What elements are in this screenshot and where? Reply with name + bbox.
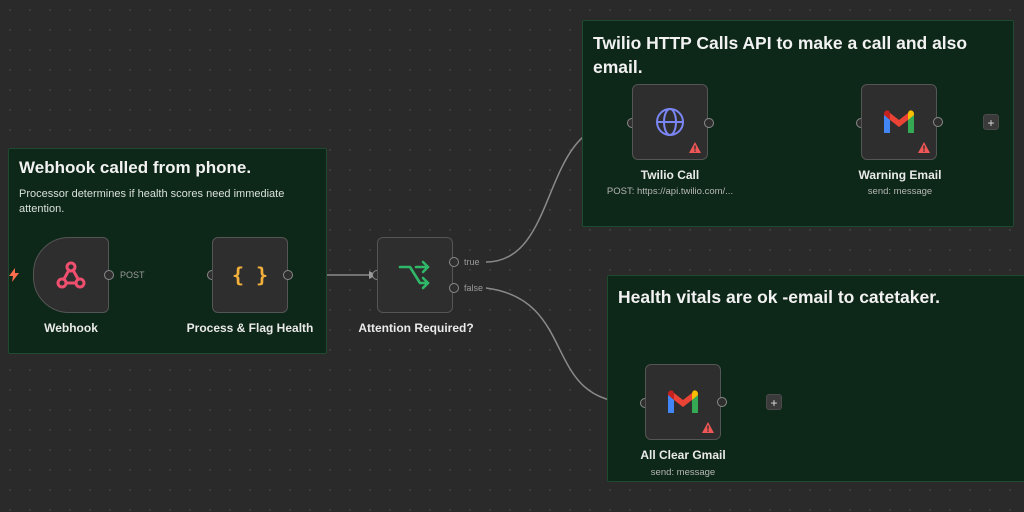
attention-label: Attention Required? bbox=[358, 321, 474, 335]
if-branch-icon bbox=[398, 260, 430, 290]
node-all-clear[interactable] bbox=[645, 364, 721, 440]
twilio-output-port[interactable] bbox=[704, 118, 714, 128]
node-attention[interactable] bbox=[377, 237, 453, 313]
edge-false-allclear bbox=[485, 287, 635, 404]
warning-email-label: Warning Email bbox=[858, 168, 942, 182]
node-twilio-call[interactable] bbox=[632, 84, 708, 160]
node-process[interactable]: { } bbox=[212, 237, 288, 313]
add-node-button[interactable]: + bbox=[766, 394, 782, 410]
attention-true-label: true bbox=[464, 257, 480, 267]
gmail-icon bbox=[884, 110, 914, 133]
process-label: Process & Flag Health bbox=[186, 321, 314, 335]
sticky-webhook-title: Webhook called from phone. bbox=[19, 158, 252, 177]
webhook-icon bbox=[56, 261, 86, 289]
globe-icon bbox=[656, 108, 684, 136]
code-braces-icon: { } bbox=[231, 263, 269, 287]
node-webhook[interactable] bbox=[33, 237, 109, 313]
webhook-output-port[interactable] bbox=[104, 270, 114, 280]
webhook-label: Webhook bbox=[44, 321, 98, 335]
attention-true-port[interactable] bbox=[449, 257, 459, 267]
warning-icon bbox=[702, 422, 714, 433]
twilio-call-label: Twilio Call bbox=[640, 168, 700, 182]
trigger-bolt-icon bbox=[9, 268, 19, 282]
gmail-icon bbox=[668, 390, 698, 413]
warning-icon bbox=[689, 142, 701, 153]
warning-output-port[interactable] bbox=[933, 117, 943, 127]
add-node-button[interactable]: + bbox=[983, 114, 999, 130]
sticky-webhook-body: Processor determines if health scores ne… bbox=[19, 188, 285, 215]
node-warning-email[interactable] bbox=[861, 84, 937, 160]
warning-email-sublabel: send: message bbox=[867, 186, 933, 197]
sticky-health-title: Health vitals are ok -email to catetaker… bbox=[618, 287, 940, 307]
twilio-call-sublabel: POST: https://api.twilio.com/... bbox=[606, 186, 734, 197]
all-clear-sublabel: send: message bbox=[650, 467, 716, 478]
warning-icon bbox=[918, 142, 930, 153]
attention-false-label: false bbox=[464, 283, 484, 293]
process-output-port[interactable] bbox=[283, 270, 293, 280]
allclear-output-port[interactable] bbox=[717, 397, 727, 407]
attention-false-port[interactable] bbox=[449, 283, 459, 293]
sticky-twilio-title: Twilio HTTP Calls API to make a call and… bbox=[593, 33, 968, 77]
all-clear-label: All Clear Gmail bbox=[640, 448, 726, 462]
webhook-output-label: POST bbox=[120, 270, 145, 280]
